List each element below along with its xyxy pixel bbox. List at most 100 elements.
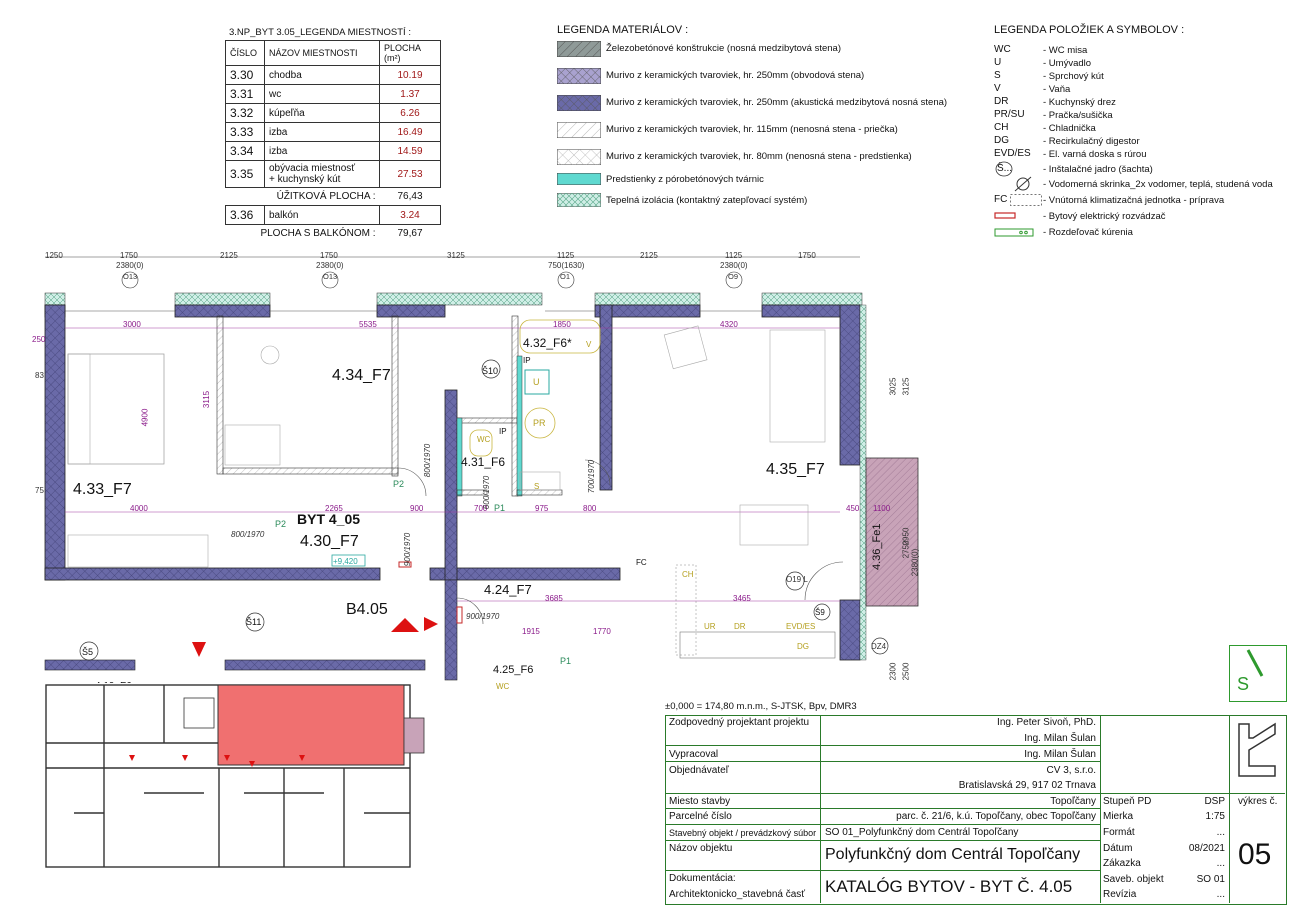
dim-right: 2300 bbox=[888, 662, 898, 681]
symbol-desc: - Pračka/sušička bbox=[1043, 110, 1113, 121]
room-no: 3.31 bbox=[225, 84, 265, 104]
tb-label: Parcelné číslo bbox=[669, 811, 732, 822]
symbol-code: FC bbox=[994, 194, 1008, 205]
room-name: obývacia miestnosť bbox=[269, 163, 356, 174]
tb-value: Topoľčany bbox=[1050, 796, 1096, 807]
level-tag: +9,420 bbox=[333, 557, 358, 566]
dim-inner: 3000 bbox=[123, 320, 141, 329]
dim-inner: 4000 bbox=[130, 504, 148, 513]
dim-inner: 700 bbox=[474, 504, 488, 513]
room-area: 16.49 bbox=[379, 122, 441, 142]
dz4-tag: DZ4 bbox=[871, 642, 887, 651]
tb-label: Objednávateľ bbox=[669, 765, 729, 776]
equip-p1: P1 bbox=[560, 656, 572, 666]
room-label-432: 4.32_F6* bbox=[523, 336, 572, 350]
room-no: 3.33 bbox=[225, 122, 265, 142]
window-dim: 750(1630) bbox=[548, 261, 585, 270]
symbol-desc: - Vaňa bbox=[1043, 84, 1071, 95]
room-area: 14.59 bbox=[379, 141, 441, 161]
dim-top: 1125 bbox=[557, 251, 575, 260]
equip-wc: WC bbox=[496, 682, 510, 691]
equip-pr: PR bbox=[533, 418, 546, 428]
shaft-tag: Š10 bbox=[482, 366, 499, 376]
entrance-label: B4.05 bbox=[346, 601, 388, 618]
material-swatch-aerated-concrete bbox=[557, 173, 601, 185]
shaft-icon bbox=[995, 161, 1013, 177]
material-swatch-partition-115 bbox=[557, 122, 601, 138]
equip-ch: CH bbox=[682, 570, 694, 579]
material-label: Murivo z keramických tvaroviek, hr. 250m… bbox=[606, 70, 865, 81]
sheet-logo: S bbox=[1229, 645, 1287, 702]
room-label-436: 4.36_Fe1 bbox=[871, 523, 883, 570]
equip-dg: DG bbox=[797, 642, 809, 651]
symbol-code: WC bbox=[994, 44, 1011, 55]
material-swatch-acoustic-wall bbox=[557, 95, 601, 111]
meta-value: ... bbox=[1216, 827, 1225, 838]
symbol-desc: - Umývadlo bbox=[1043, 58, 1092, 69]
window-dim: 2380(0) bbox=[116, 261, 144, 270]
equip-ip: IP bbox=[499, 427, 507, 436]
tb-label: Stavebný objekt / prevádzkový súbor bbox=[669, 828, 817, 838]
header-name: NÁZOV MIESTNOSTI bbox=[264, 40, 380, 66]
dim-inner: 1850 bbox=[553, 320, 571, 329]
drawing-title: KATALÓG BYTOV - BYT Č. 4.05 bbox=[825, 877, 1073, 896]
meta-value: 08/2021 bbox=[1188, 843, 1225, 854]
meta-key: Zákazka bbox=[1103, 858, 1141, 869]
window-dim: 2380(0) bbox=[316, 261, 344, 270]
room-label-425: 4.25_F6 bbox=[493, 664, 534, 676]
material-label: Tepelná izolácia (kontaktný zatepľovací … bbox=[606, 195, 808, 206]
door-tag: 900/1970 bbox=[466, 612, 500, 621]
door-tag: 600/1970 bbox=[482, 475, 492, 510]
dim-inner: 450 bbox=[846, 504, 860, 513]
dim-inner: 900 bbox=[410, 504, 424, 513]
tb-value: Ing. Milan Šulan bbox=[1024, 733, 1096, 744]
dim-inner: 1915 bbox=[522, 627, 540, 636]
tb-value: Ing. Peter Sivoň, PhD. bbox=[997, 717, 1096, 728]
material-swatch-concrete bbox=[557, 41, 601, 57]
material-swatch-insulation bbox=[557, 193, 601, 207]
datum-note: ±0,000 = 174,80 m.n.m., S-JTSK, Bpv, DMR… bbox=[665, 701, 857, 712]
tb-label: Vypracoval bbox=[669, 749, 719, 760]
meta-value: ... bbox=[1216, 889, 1225, 900]
header-no: ČÍSLO bbox=[225, 40, 265, 66]
dim-inner: 1100 bbox=[873, 504, 891, 513]
room-label-430: 4.30_F7 bbox=[300, 533, 359, 550]
total-area-label: PLOCHA S BALKÓNOM : bbox=[260, 228, 376, 239]
room-legend-header: ČÍSLO NÁZOV MIESTNOSTI PLOCHA (m²) bbox=[225, 40, 441, 66]
meta-key: Formát bbox=[1103, 827, 1135, 838]
apartment-label: BYT 4_05 bbox=[297, 511, 361, 527]
dim-inner: 3685 bbox=[545, 594, 563, 603]
symbol-code: U bbox=[994, 57, 1002, 68]
symbol-code: Š... bbox=[997, 163, 1013, 174]
equip-ur: UR bbox=[704, 622, 716, 631]
symbol-desc: - Recirkulačný digestor bbox=[1043, 136, 1140, 147]
room-area: 27.53 bbox=[379, 160, 441, 188]
tb-value: SO 01_Polyfunkčný dom Centrál Topoľčany bbox=[825, 827, 1019, 838]
total-area-value: 79,67 bbox=[397, 228, 423, 239]
dim-top: 2125 bbox=[640, 251, 658, 260]
meta-key: Dátum bbox=[1103, 843, 1133, 854]
tb-value: Ing. Milan Šulan bbox=[1024, 749, 1096, 760]
room-no: 3.32 bbox=[225, 103, 265, 123]
room-area: 10.19 bbox=[379, 65, 441, 85]
shaft-tag: Š9 bbox=[815, 608, 825, 617]
symbol-desc: - Chladnička bbox=[1043, 123, 1096, 134]
meta-value: ... bbox=[1216, 858, 1225, 869]
slash-icon bbox=[1246, 649, 1264, 677]
floor-plan bbox=[44, 256, 919, 681]
dim-right: 3125 bbox=[901, 377, 911, 396]
room-no: 3.36 bbox=[225, 205, 265, 225]
meta-key: Revízia bbox=[1103, 889, 1137, 900]
dim-left: 83 bbox=[35, 371, 44, 380]
dim-top: 2125 bbox=[220, 251, 238, 260]
room-label-431: 4.31_F6 bbox=[461, 455, 506, 469]
window-id: O9 bbox=[728, 272, 739, 281]
tb-value: Bratislavská 29, 917 02 Trnava bbox=[958, 780, 1096, 791]
firm-logo-icon bbox=[1238, 722, 1276, 777]
tb-value: parc. č. 21/6, k.ú. Topoľčany, obec Topo… bbox=[896, 811, 1096, 822]
